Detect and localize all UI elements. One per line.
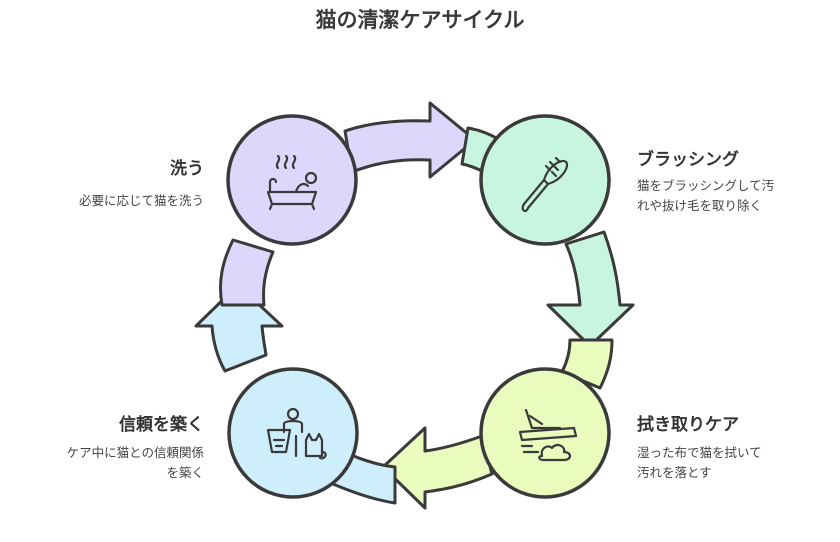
node-wipe[interactable]	[479, 367, 611, 499]
arrow-wipe-to-trust	[381, 426, 494, 510]
step-desc-wipe-line2: 汚れを落とす	[637, 465, 712, 480]
step-desc-brush-line2: れや抜け毛を取り除く	[637, 198, 763, 213]
step-label-brush: ブラッシング	[637, 150, 739, 170]
wiping-cloth-icon	[518, 408, 578, 462]
person-cat-icon	[266, 407, 327, 460]
ring-connector-left	[219, 238, 275, 307]
step-desc-wash: 必要に応じて猫を洗う	[78, 193, 204, 208]
arrow-wash-to-brush	[343, 101, 477, 179]
node-trust[interactable]	[227, 367, 359, 499]
bathtub-icon	[266, 154, 318, 211]
node-wash[interactable]	[226, 114, 358, 246]
step-desc-wipe-line1: 湿った布で猫を拭いて	[637, 445, 762, 460]
brush-icon	[521, 156, 569, 213]
node-brush[interactable]	[479, 114, 611, 246]
step-label-wipe: 拭き取りケア	[637, 415, 739, 435]
step-desc-brush-line1: 猫をブラッシングして汚	[637, 178, 775, 193]
step-label-wash: 洗う	[170, 159, 204, 179]
diagram-title: 猫の清潔ケアサイクル	[315, 8, 525, 32]
step-desc-trust-line2: を築く	[166, 465, 204, 480]
step-label-trust: 信頼を築く	[119, 415, 204, 435]
arrow-brush-to-wipe	[546, 230, 635, 348]
step-desc-trust-line1: ケア中に猫との信頼関係	[66, 445, 204, 460]
